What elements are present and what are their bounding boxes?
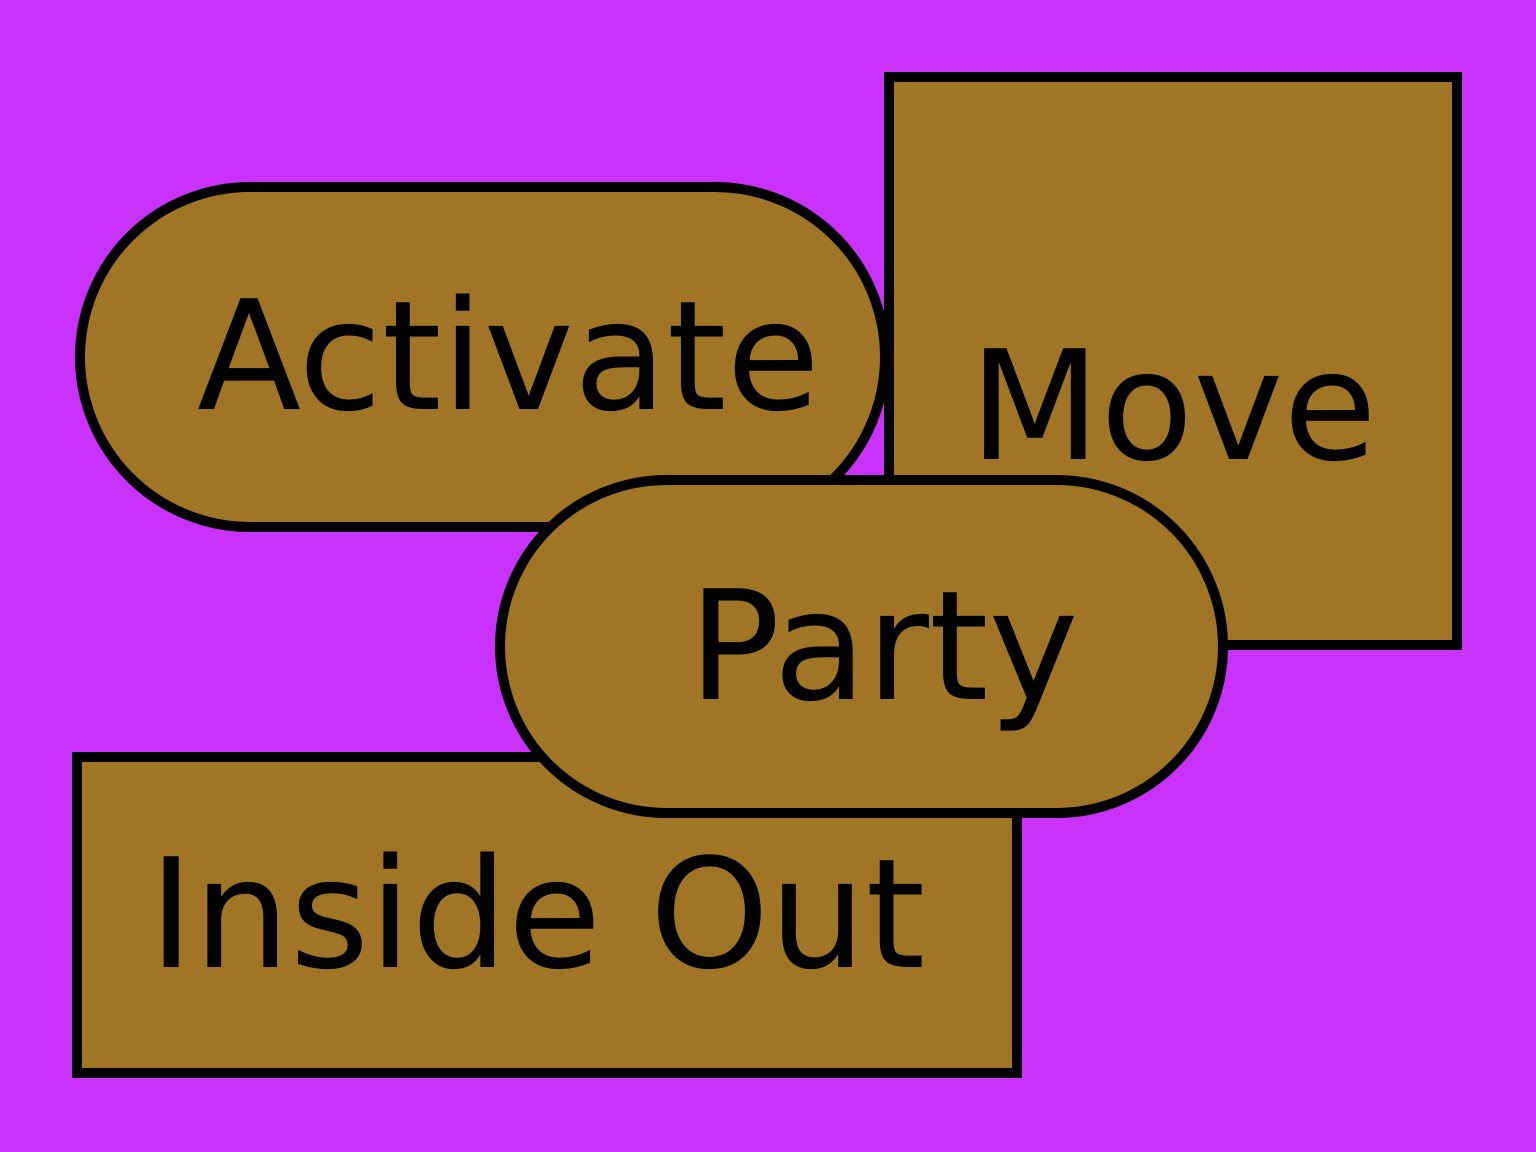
shape-move-label: Move	[969, 318, 1377, 495]
shape-inside-out-label: Inside Out	[148, 826, 926, 1003]
shape-party[interactable]: Party	[495, 475, 1228, 818]
shape-party-label: Party	[688, 557, 1079, 735]
shape-activate-label: Activate	[197, 268, 820, 445]
shape-activate[interactable]: Activate	[75, 182, 890, 532]
